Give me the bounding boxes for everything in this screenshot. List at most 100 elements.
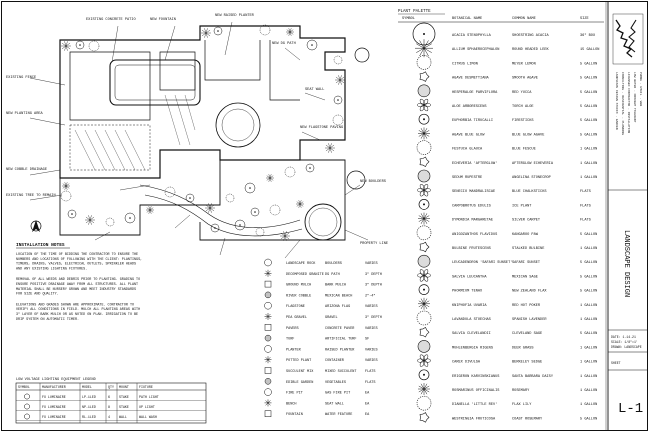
shrub-symbol [67, 209, 77, 219]
plan-callout: EXISTING CONCRETE PATIO [86, 18, 136, 22]
title-block: LANDSCAPE DESIGN STUDIO · GARDEN CONSULT… [605, 2, 647, 430]
schedule-size: VARIES [365, 262, 378, 266]
schedule-size: 3" DEPTH [365, 315, 382, 320]
palette-botanical-name: DIANELLA 'LITTLE REV' [452, 402, 497, 407]
plant-symbol [419, 156, 430, 168]
material-symbol [264, 280, 272, 288]
lighting-legend: LOW VOLTAGE LIGHTING EQUIPMENT LEGEND SY… [15, 378, 207, 424]
schedule-size: 3" DEPTH [365, 272, 382, 277]
shrub-symbol [255, 227, 265, 237]
palette-botanical-name: MUHLENBERGIA RIGENS [452, 346, 493, 350]
palette-size: 1 GALLON [580, 389, 597, 393]
svg-text:SCALE: 1/8"=1': SCALE: 1/8"=1' [611, 340, 638, 344]
shrub-symbol [205, 203, 215, 213]
plant-symbol [417, 354, 431, 367]
plant-palette-heading: PLANT PALETTE [398, 10, 431, 14]
lighting-column-header: MANUFACTURER [42, 385, 66, 389]
lighting-manufacturer: FX LUMINAIRE [42, 415, 66, 419]
installation-note: ELEVATIONS AND GRADES SHOWN ARE APPROXIM… [16, 303, 140, 321]
schedule-common: ARIZONA FLAG [325, 305, 350, 309]
plan-callout: EXISTING TREE TO REMAIN [6, 194, 56, 198]
plan-callout: EXISTING FENCE [6, 76, 36, 80]
lighting-column-header: SYMBOL [18, 385, 30, 389]
lighting-mount: STAKE [119, 405, 129, 409]
lighting-qty: 6 [108, 395, 110, 399]
palette-size: 5 GALLON [580, 233, 597, 237]
plant-symbol [417, 184, 431, 197]
material-symbol [264, 269, 272, 277]
lighting-qty: 4 [108, 415, 110, 419]
palette-botanical-name: KNIPHOFIA UVARIA [452, 304, 487, 308]
plan-callout: NEW DG PATH [272, 42, 296, 46]
plan-callout: NEW RAISED PLANTER [215, 14, 255, 18]
schedule-size: EA [365, 413, 370, 417]
house-footprint [59, 25, 346, 179]
material-symbol [264, 345, 272, 353]
palette-size: 1 GALLON [580, 162, 597, 166]
site-plan: EXISTING CONCRETE PATIO NEW FOUNTAIN NEW R… [6, 14, 388, 259]
schedule-common: VEGETABLES [325, 381, 346, 385]
schedule-size: VARIES [365, 359, 378, 363]
svg-text:PHONE · EMAIL · WEB: PHONE · EMAIL · WEB [639, 72, 642, 106]
palette-size: 5 GALLON [580, 62, 597, 66]
shrub-symbol [259, 24, 271, 36]
plant-symbol [419, 241, 430, 253]
installation-note: LOCATION OF THE TIME OF BIDDING THE CONT… [16, 253, 142, 271]
schedule-name: FOUNTAIN [286, 413, 303, 417]
schedule-size: SF [365, 338, 369, 342]
palette-common-name: SHOESTRING ACACIA [512, 34, 550, 38]
material-symbol [264, 324, 272, 331]
schedule-common: WATER FEATURE [325, 413, 352, 417]
schedule-size: 3" DEPTH [365, 283, 382, 288]
lighting-column-header: QTY [108, 385, 114, 389]
schedule-size: FLATS [365, 370, 376, 374]
palette-botanical-name: ALOE ARBORESCENS [452, 105, 487, 109]
plant-symbol [417, 84, 431, 98]
lighting-model: NP-1LED [82, 405, 96, 409]
plant-symbol [418, 383, 430, 395]
schedule-name: RIVER COBBLE [286, 294, 311, 298]
shrub-symbol [124, 212, 136, 224]
palette-size: 1 GALLON [580, 375, 597, 379]
palette-size: 1 GALLON [580, 247, 597, 251]
plant-symbol [415, 39, 433, 58]
palette-common-name: FLAX LILY [512, 403, 532, 407]
lighting-fixture: UP LIGHT [139, 405, 155, 409]
svg-text:LICENSED CONTRACTOR · INSTALLA: LICENSED CONTRACTOR · INSTALLATION [627, 72, 630, 133]
palette-common-name: SPANISH LAVENDER [512, 318, 547, 322]
schedule-size: FLATS [365, 381, 376, 385]
palette-common-name: ROSEMARY [512, 389, 530, 393]
palette-common-name: ROUND HEADED LEEK [512, 48, 550, 52]
plan-callout: SEAT WALL [305, 88, 324, 92]
light-fixture-symbol [24, 403, 30, 410]
plant-symbol [416, 225, 432, 241]
palette-column-header: BOTANICAL NAME [452, 17, 482, 21]
plan-callout: NEW FOUNTAIN [150, 18, 176, 22]
lighting-manufacturer: FX LUMINAIRE [42, 405, 66, 409]
palette-botanical-name: EUPHORBIA TIRUCALLI [452, 119, 493, 123]
palette-size: FLATS [580, 219, 591, 223]
shrub-symbol [286, 28, 294, 36]
lighting-column-header: FIXTURE [139, 385, 153, 389]
palette-common-name: NEW ZEALAND FLAX [512, 290, 547, 294]
palette-size: 1 GALLON [580, 304, 597, 308]
plant-symbol [417, 254, 431, 268]
schedule-name: TURF [286, 338, 294, 342]
schedule-size: VARIES [365, 348, 378, 352]
svg-text:CONSULTING · RESIDENTIAL · PLA: CONSULTING · RESIDENTIAL · PLANNING [621, 72, 624, 135]
shrub-symbol [333, 55, 343, 65]
palette-common-name: TORCH ALOE [512, 105, 534, 109]
palette-column-header: COMMON NAME [512, 17, 536, 21]
palette-common-name: COAST ROSEMARY [512, 417, 543, 421]
material-symbol [264, 313, 272, 320]
palette-common-name: BLUE FESCUE [512, 148, 536, 152]
palette-size: FLATS [580, 204, 591, 208]
palette-botanical-name: CARPOBROTUS EDULIS [452, 204, 491, 208]
schedule-size: VARIES [365, 327, 378, 331]
palette-common-name: BERKELEY SEDGE [512, 361, 542, 365]
plant-symbol [419, 71, 430, 82]
palette-botanical-name: SALVIA CLEVELANDII [452, 332, 491, 336]
schedule-common: RAISED PLANTER [325, 348, 355, 352]
